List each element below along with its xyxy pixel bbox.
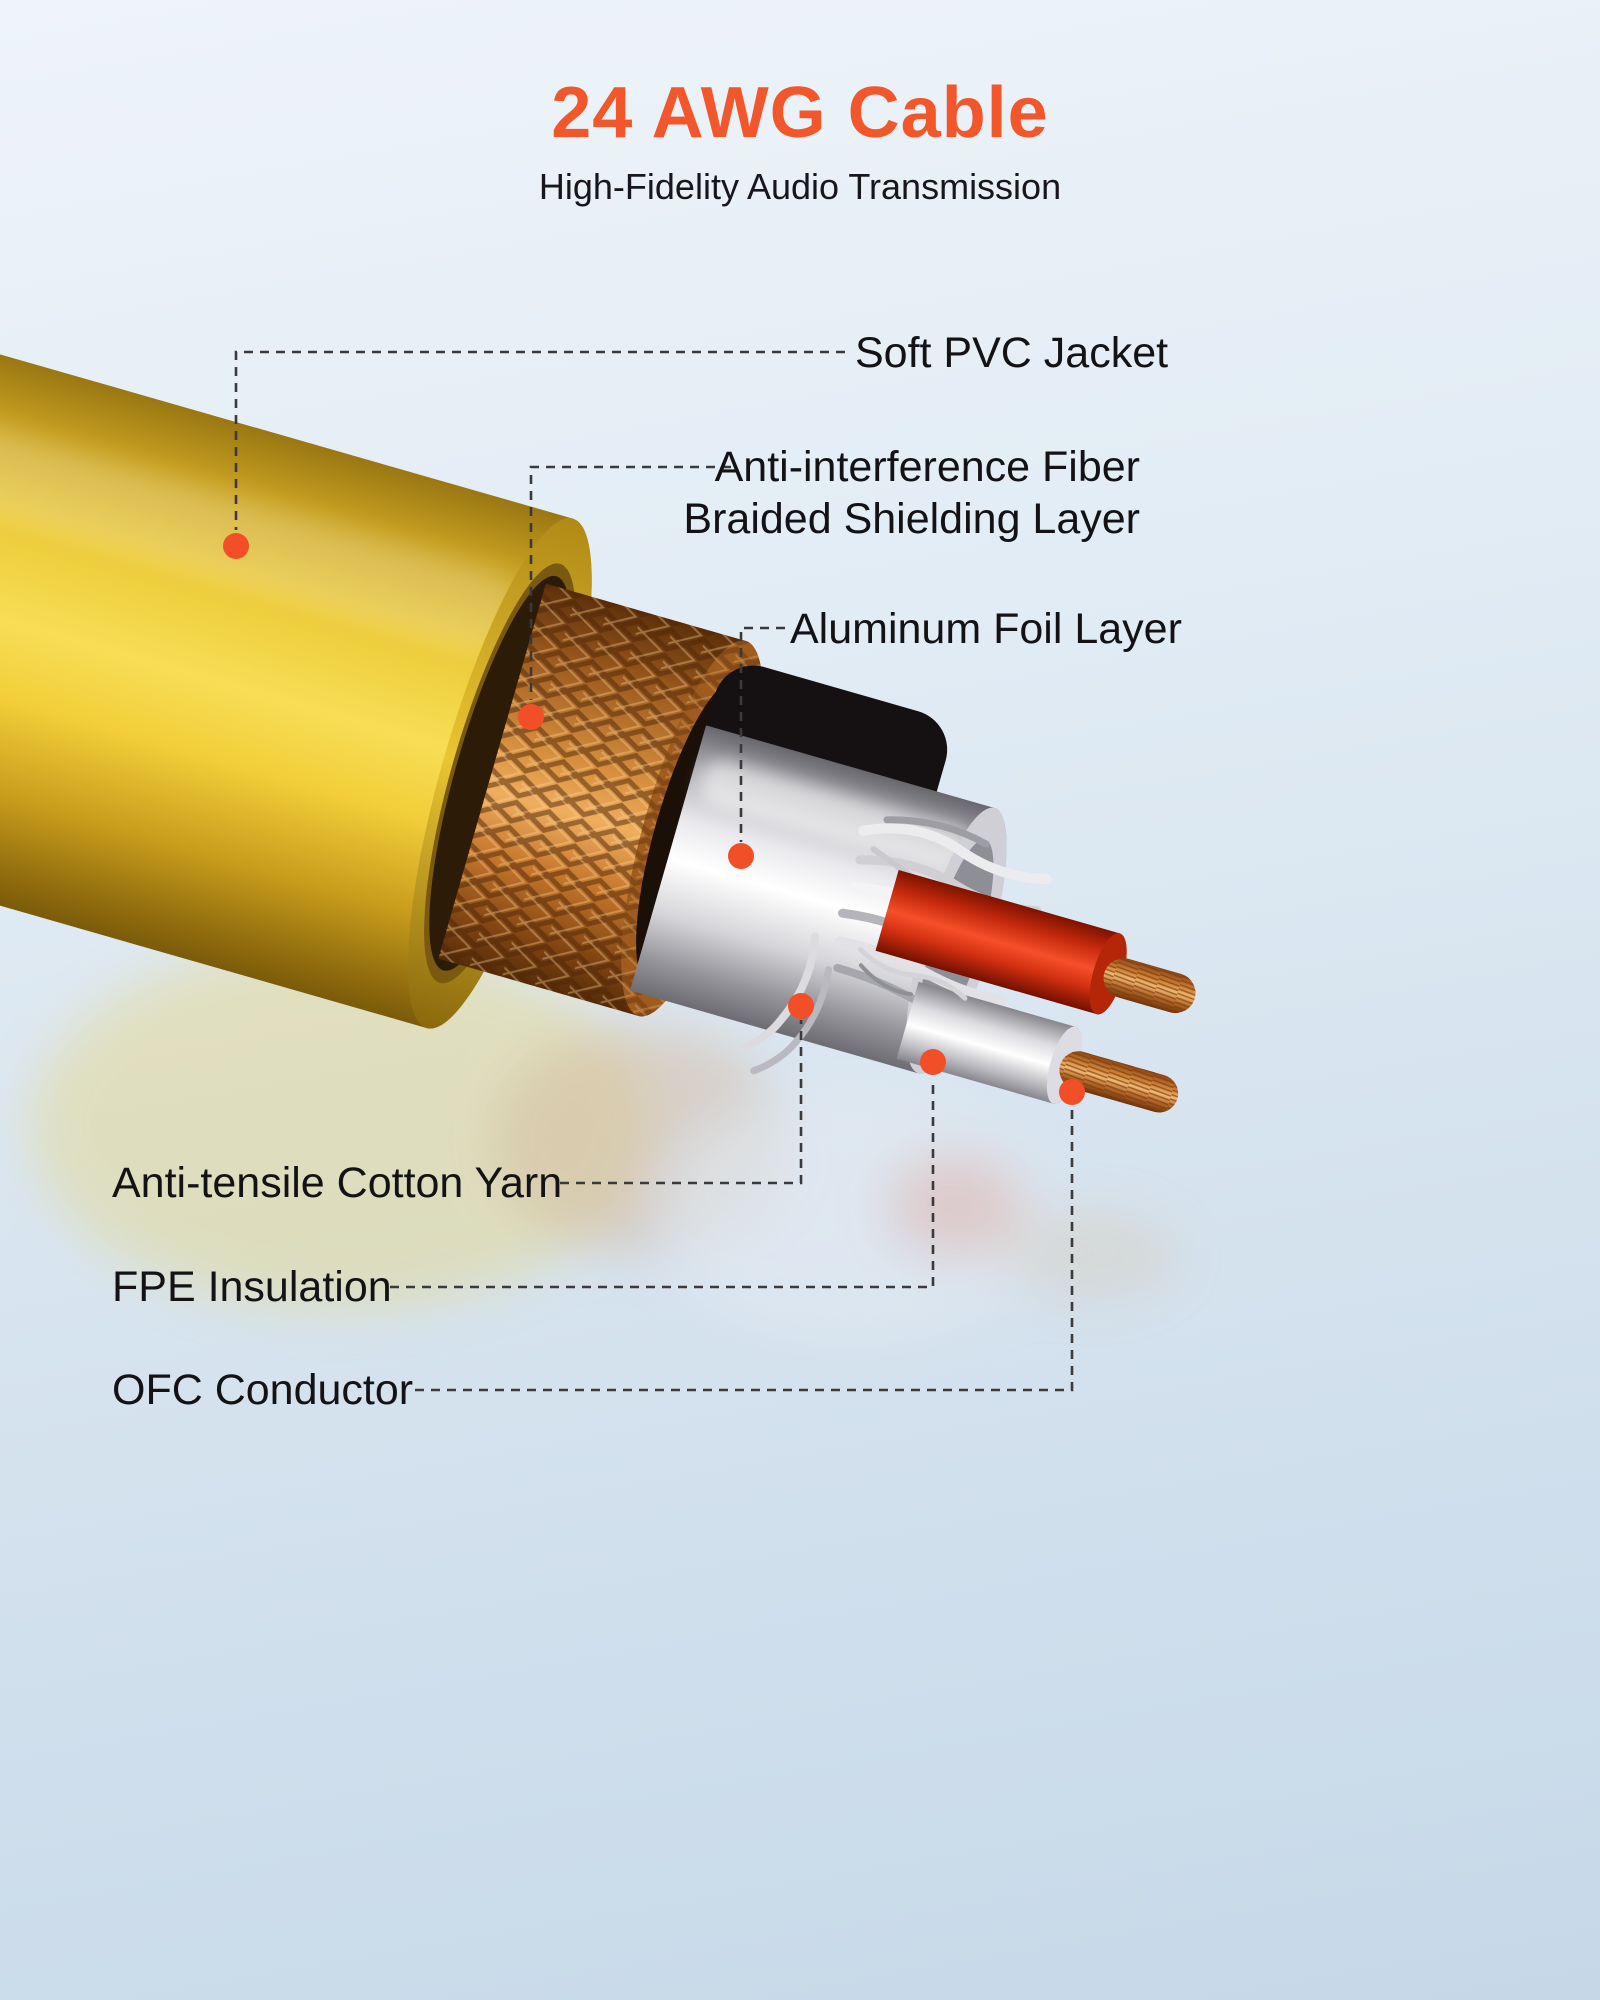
callout-label-shield-line2: Braided Shielding Layer (683, 495, 1140, 544)
callout-dot-yarn (788, 993, 814, 1019)
ofc-conductor-graphic (1059, 1051, 1179, 1113)
callout-dot-shield (518, 704, 544, 730)
leader-pvc-jacket (234, 350, 845, 530)
leader-shield (529, 465, 731, 700)
leader-fpe (390, 1078, 935, 1289)
callout-label-shield-line1: Anti-interference Fiber (714, 443, 1140, 491)
callout-label-shield: Anti-interference Fiber Braided Shieldin… (540, 441, 1140, 546)
callout-label-ofc: OFC Conductor (112, 1366, 414, 1414)
callout-label-yarn: Anti-tensile Cotton Yarn (112, 1159, 563, 1207)
callout-dot-foil (728, 843, 754, 869)
callout-label-fpe: FPE Insulation (112, 1263, 392, 1311)
red-wire-conductor-graphic (1103, 958, 1196, 1014)
leader-lines (234, 350, 1074, 1392)
callout-dot-pvc-jacket (223, 533, 249, 559)
cable-body (0, 342, 1196, 1113)
leader-ofc (415, 1108, 1074, 1392)
callout-dots (223, 533, 1085, 1105)
red-wire-graphic (875, 870, 1196, 1015)
callout-dot-ofc (1059, 1079, 1085, 1105)
callout-dot-fpe (920, 1049, 946, 1075)
callout-label-foil: Aluminum Foil Layer (790, 605, 1182, 653)
fpe-wire-graphic (896, 981, 1179, 1113)
cable-reflection (30, 940, 1180, 1340)
page-title: 24 AWG Cable (551, 73, 1049, 153)
callout-label-pvc-jacket: Soft PVC Jacket (855, 329, 1169, 377)
cotton-yarn-front-graphic (739, 932, 968, 1075)
page-subtitle: High-Fidelity Audio Transmission (538, 166, 1062, 207)
leader-yarn (560, 1020, 803, 1185)
